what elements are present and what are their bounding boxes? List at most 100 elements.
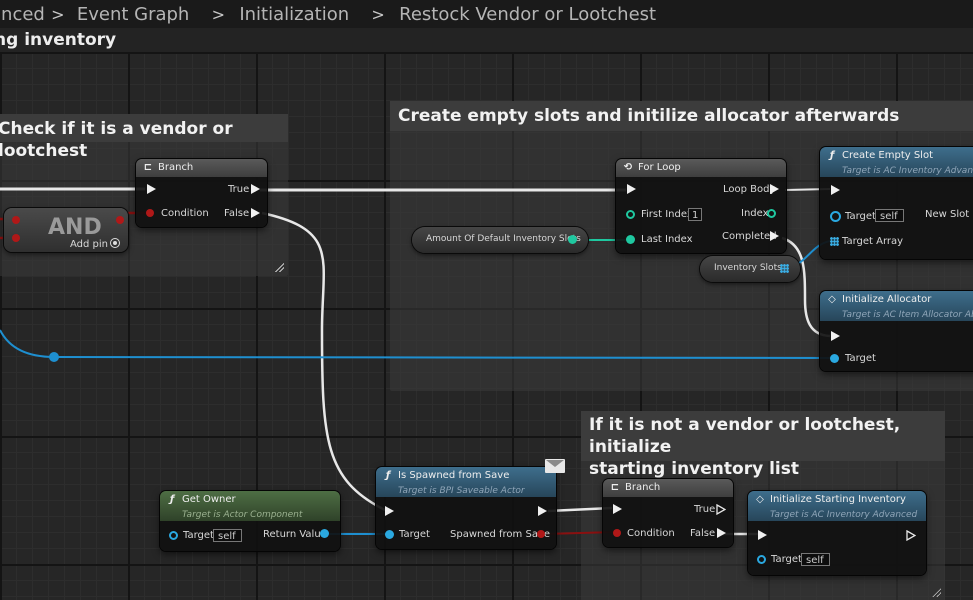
exec-false-pin[interactable] — [717, 528, 726, 538]
true-label: True — [228, 184, 250, 195]
target-array-pin[interactable] — [830, 237, 839, 246]
comment-title: If it is not a vendor or lootchest, init… — [581, 411, 945, 479]
condition-pin[interactable] — [613, 529, 621, 537]
target-pin[interactable] — [757, 555, 766, 564]
function-icon: ƒ — [385, 470, 391, 481]
condition-label: Condition — [161, 208, 209, 219]
target-pin[interactable] — [830, 354, 839, 363]
loop-icon: ⟲ — [623, 162, 633, 173]
exec-in-pin[interactable] — [613, 504, 622, 514]
condition-pin[interactable] — [146, 209, 154, 217]
graph-title: ng inventory — [0, 30, 117, 50]
last-index-label: Last Index — [641, 234, 693, 245]
branch-icon: ⊏ — [143, 162, 153, 173]
target-field[interactable]: self — [875, 209, 904, 222]
node-subtitle: Target is AC Item Allocator Abstr — [842, 310, 973, 320]
initialize-allocator-node[interactable]: ◇Initialize Allocator Target is AC Item … — [820, 291, 973, 371]
index-label: Index — [741, 208, 769, 219]
node-title: Branch — [158, 162, 194, 173]
index-pin[interactable] — [767, 209, 776, 218]
breadcrumb-item[interactable]: Event Graph — [76, 3, 190, 25]
create-empty-slot-node[interactable]: ƒ Create Empty Slot Target is AC Inventor… — [820, 147, 973, 259]
variable-output-pin[interactable] — [568, 235, 577, 244]
exec-in-pin[interactable] — [758, 530, 767, 540]
exec-false-pin[interactable] — [251, 208, 260, 218]
message-icon — [545, 459, 565, 473]
amount-of-default-slots-variable[interactable]: Amount Of Default Inventory Slots — [412, 227, 588, 253]
last-index-pin[interactable] — [626, 235, 635, 244]
target-pin[interactable] — [385, 530, 394, 539]
node-title: For Loop — [638, 162, 681, 173]
target-pin[interactable] — [169, 531, 178, 540]
completed-label: Completed — [722, 231, 777, 242]
target-label: Target — [845, 211, 876, 222]
loop-body-pin[interactable] — [770, 184, 779, 194]
new-slot-label: New Slot In — [925, 209, 973, 220]
exec-out-pin[interactable] — [538, 506, 547, 516]
branch-node-2[interactable]: ⊏Branch True Condition False — [603, 479, 733, 547]
and-title: AND — [48, 215, 102, 240]
completed-pin[interactable] — [770, 231, 779, 241]
comment-title: Create empty slots and initilize allocat… — [390, 101, 973, 131]
branch-icon: ⊏ — [610, 482, 620, 493]
first-index-field[interactable]: 1 — [688, 208, 702, 221]
function-icon: ƒ — [829, 150, 835, 161]
node-header: ◇Initialize Starting Inventory Target is… — [748, 491, 926, 521]
target-label: Target — [399, 529, 430, 540]
and-output-pin[interactable] — [116, 216, 124, 224]
exec-true-pin[interactable] — [251, 184, 260, 194]
resize-handle[interactable] — [931, 587, 941, 597]
exec-wire — [781, 236, 831, 338]
diamond-icon: ◇ — [828, 294, 836, 305]
and-input-pin-b[interactable] — [12, 234, 20, 242]
reroute-node — [49, 352, 59, 362]
resize-handle[interactable] — [274, 262, 284, 272]
node-title: Create Empty Slot — [842, 150, 933, 161]
node-header: ◇Initialize Allocator Target is AC Item … — [820, 291, 973, 321]
spawned-from-save-pin[interactable] — [537, 530, 545, 538]
add-pin-label[interactable]: Add pin — [70, 239, 109, 250]
initialize-starting-inventory-node[interactable]: ◇Initialize Starting Inventory Target is… — [748, 491, 926, 575]
return-value-pin[interactable] — [320, 529, 329, 538]
target-field[interactable]: self — [213, 529, 242, 542]
return-value-label: Return Value — [263, 529, 327, 540]
comment-title-line1: If it is not a vendor or lootchest, init… — [589, 415, 901, 457]
exec-wire — [261, 211, 386, 512]
first-index-pin[interactable] — [626, 210, 635, 219]
node-subtitle: Target is AC Inventory Advanced — [842, 166, 973, 176]
node-header: ⊏Branch — [603, 479, 733, 497]
comment-title-line2: starting inventory list — [589, 459, 799, 479]
target-label: Target — [771, 554, 802, 565]
target-pin[interactable] — [830, 211, 841, 222]
loop-body-label: Loop Body — [723, 184, 776, 195]
breadcrumb-item[interactable]: anced — [0, 3, 45, 25]
exec-in-pin[interactable] — [627, 184, 636, 194]
for-loop-node[interactable]: ⟲For Loop Loop Body First Index 1 Index … — [616, 159, 786, 253]
target-label: Target — [183, 530, 214, 541]
and-input-pin-a[interactable] — [12, 216, 20, 224]
exec-out-pin-hollow[interactable] — [906, 530, 916, 541]
breadcrumb-item[interactable]: Restock Vendor or Lootchest — [399, 3, 657, 25]
node-title: Is Spawned from Save — [398, 470, 510, 481]
array-pin[interactable] — [780, 264, 789, 273]
node-header: ⟲ For Loop — [616, 159, 786, 177]
node-header: ⊏ Branch — [136, 159, 267, 177]
graph-title-bar — [0, 28, 973, 52]
branch-node-1[interactable]: ⊏Branch True Condition False — [136, 159, 267, 227]
exec-in-pin[interactable] — [831, 331, 840, 341]
inventory-slots-variable[interactable]: Inventory Slots — [700, 256, 800, 282]
breadcrumb-item[interactable]: Initialization — [239, 3, 350, 25]
false-label: False — [690, 528, 716, 539]
and-node[interactable]: AND Add pin — [4, 208, 128, 252]
node-subtitle: Target is Actor Component — [182, 510, 303, 520]
exec-in-pin[interactable] — [385, 506, 394, 516]
exec-true-pin-hollow[interactable] — [716, 504, 726, 515]
plus-circle-icon[interactable] — [110, 238, 120, 248]
exec-in-pin[interactable] — [831, 185, 840, 195]
exec-in-pin[interactable] — [147, 184, 156, 194]
target-field[interactable]: self — [801, 553, 830, 566]
